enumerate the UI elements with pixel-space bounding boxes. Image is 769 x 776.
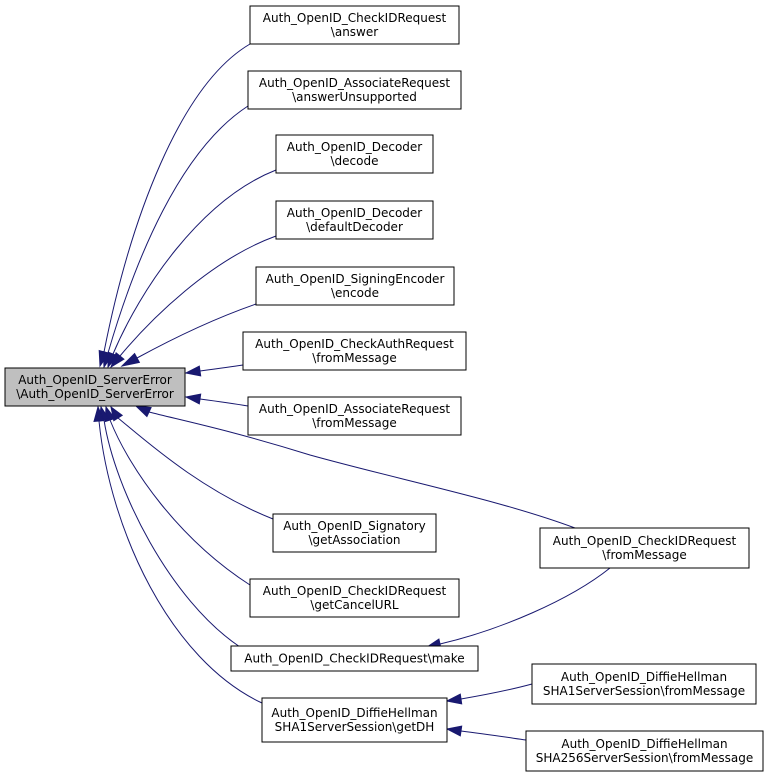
graph-node[interactable]: Auth_OpenID_Decoder\decode (275, 134, 434, 174)
arrowhead-icon (445, 693, 463, 705)
edges-layer (93, 43, 611, 741)
edge-line (109, 419, 251, 586)
node-box (4, 367, 186, 407)
graph-node[interactable]: Auth_OpenID_CheckAuthRequest\fromMessage (242, 331, 467, 371)
node-label: Auth_OpenID_AssociateRequest (259, 402, 450, 416)
node-label: \encode (331, 286, 379, 300)
edge-n12-to-root (134, 405, 576, 529)
edge-line (148, 411, 576, 529)
graph-node[interactable]: Auth_OpenID_DiffieHellmanSHA1ServerSessi… (531, 663, 757, 705)
node-box (261, 697, 448, 743)
node-box (272, 513, 437, 553)
node-label: \fromMessage (312, 351, 397, 365)
node-box (247, 396, 462, 436)
node-label: Auth_OpenID_DiffieHellman (561, 737, 727, 751)
node-label: Auth_OpenID_Signatory (283, 519, 426, 533)
nodes-layer: Auth_OpenID_ServerError\Auth_OpenID_Serv… (4, 5, 764, 772)
node-label: Auth_OpenID_Decoder (287, 140, 423, 154)
node-label: \fromMessage (312, 416, 397, 430)
edge-line (136, 303, 257, 359)
node-label: Auth_OpenID_CheckIDRequest (553, 534, 737, 548)
node-label: \decode (331, 154, 379, 168)
node-label: Auth_OpenID_CheckIDRequest (263, 584, 447, 598)
edge-line (199, 398, 249, 407)
edge-n5-to-root (120, 303, 257, 367)
graph-node[interactable]: Auth_OpenID_CheckIDRequest\getCancelURL (249, 578, 460, 618)
graph-node[interactable]: Auth_OpenID_Decoder\defaultDecoder (275, 200, 434, 240)
node-label: SHA1ServerSession\fromMessage (543, 684, 745, 698)
edge-n6-to-root (184, 364, 244, 377)
graph-node[interactable]: Auth_OpenID_DiffieHellmanSHA1ServerSessi… (261, 697, 448, 743)
edge-line (460, 730, 527, 741)
node-label: \defaultDecoder (306, 220, 403, 234)
arrowhead-icon (445, 725, 463, 737)
edge-n7-to-root (184, 393, 249, 407)
node-label: \answerUnsupported (292, 90, 417, 104)
node-label: \fromMessage (602, 548, 687, 562)
node-label: \getCancelURL (310, 598, 399, 612)
node-label: Auth_OpenID_Decoder (287, 206, 423, 220)
node-box (249, 5, 460, 45)
node-box (525, 730, 764, 772)
node-box (255, 266, 455, 306)
graph-node[interactable]: Auth_OpenID_CheckIDRequest\make (230, 645, 479, 672)
node-label: Auth_OpenID_DiffieHellman (561, 670, 727, 684)
node-label: Auth_OpenID_CheckIDRequest (263, 11, 447, 25)
node-label: Auth_OpenID_CheckAuthRequest (255, 337, 454, 351)
node-box (242, 331, 467, 371)
arrowhead-icon (120, 352, 141, 367)
edge-line (117, 417, 274, 520)
node-box (275, 200, 434, 240)
node-label: Auth_OpenID_SigningEncoder (266, 272, 445, 286)
edge-line (460, 683, 533, 700)
graph-node[interactable]: Auth_OpenID_AssociateRequest\fromMessage (247, 396, 462, 436)
edge-line (103, 419, 241, 648)
node-label: Auth_OpenID_AssociateRequest (259, 76, 450, 90)
node-box (230, 645, 479, 672)
arrowhead-icon (93, 405, 105, 422)
edge-n4-to-root (110, 235, 277, 369)
node-box (247, 70, 462, 110)
arrowhead-icon (110, 351, 125, 369)
node-label: \answer (331, 25, 378, 39)
graph-node[interactable]: Auth_OpenID_CheckIDRequest\fromMessage (539, 527, 750, 569)
edge-n14-to-n11 (445, 725, 527, 741)
edge-line (107, 105, 249, 354)
graph-node[interactable]: Auth_OpenID_CheckIDRequest\answer (249, 5, 460, 45)
node-label: Auth_OpenID_CheckIDRequest\make (244, 652, 464, 666)
edge-line (199, 364, 244, 372)
edge-line (103, 43, 251, 353)
node-box (275, 134, 434, 174)
node-label: \Auth_OpenID_ServerError (16, 387, 174, 401)
graph-node[interactable]: Auth_OpenID_AssociateRequest\answerUnsup… (247, 70, 462, 110)
graph-node[interactable]: Auth_OpenID_DiffieHellmanSHA256ServerSes… (525, 730, 764, 772)
node-box (531, 663, 757, 705)
node-box (539, 527, 750, 569)
edge-line (439, 567, 611, 645)
graph-node[interactable]: Auth_OpenID_SigningEncoder\encode (255, 266, 455, 306)
node-label: Auth_OpenID_ServerError (18, 373, 172, 387)
node-box (249, 578, 460, 618)
edge-line (119, 235, 277, 357)
edge-line (112, 169, 277, 355)
node-label: Auth_OpenID_DiffieHellman (271, 706, 437, 720)
arrowhead-icon (184, 393, 202, 405)
arrowhead-icon (184, 365, 202, 377)
arrowhead-icon (134, 405, 152, 418)
node-label: SHA1ServerSession\getDH (275, 720, 435, 734)
node-label: \getAssociation (308, 533, 400, 547)
node-label: SHA256ServerSession\fromMessage (536, 751, 753, 765)
graph-node[interactable]: Auth_OpenID_Signatory\getAssociation (272, 513, 437, 553)
root-node[interactable]: Auth_OpenID_ServerError\Auth_OpenID_Serv… (4, 367, 186, 407)
edge-line (98, 420, 263, 704)
edge-n13-to-n11 (445, 683, 533, 705)
edge-n1-to-root (98, 43, 251, 368)
edge-n11-to-root (93, 405, 263, 704)
